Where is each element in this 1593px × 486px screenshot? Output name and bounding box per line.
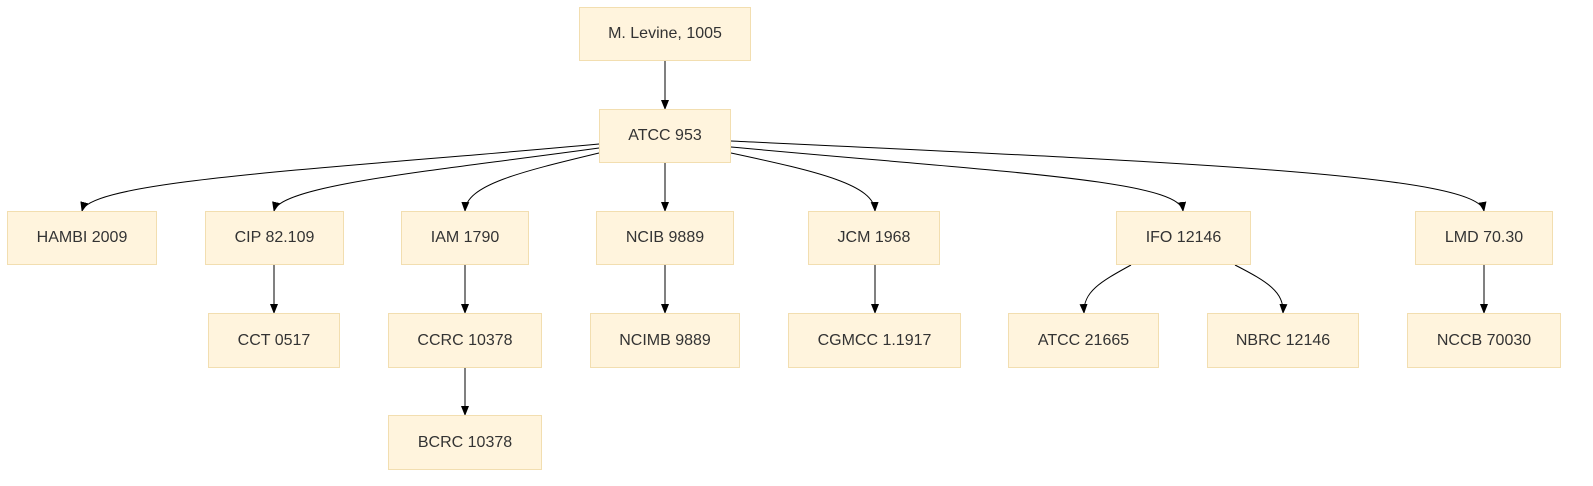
node-ncib[interactable]: NCIB 9889 <box>596 211 734 265</box>
node-cgmcc[interactable]: CGMCC 1.1917 <box>788 313 961 368</box>
node-nbrc[interactable]: NBRC 12146 <box>1207 313 1359 368</box>
node-cct[interactable]: CCT 0517 <box>208 313 340 368</box>
edge-atcc953-jcm <box>730 152 879 212</box>
edge-atcc953-lmd <box>730 140 1487 212</box>
node-atcc21665[interactable]: ATCC 21665 <box>1008 313 1159 368</box>
node-iam[interactable]: IAM 1790 <box>401 211 529 265</box>
edge-atcc953-cip <box>272 147 600 212</box>
node-bcrc[interactable]: BCRC 10378 <box>388 415 542 470</box>
node-nccb[interactable]: NCCB 70030 <box>1407 313 1561 368</box>
edge-ifo-nbrc <box>1234 264 1288 314</box>
edge-ifo-atcc21665 <box>1079 264 1132 314</box>
node-atcc953[interactable]: ATCC 953 <box>599 109 731 163</box>
node-ifo[interactable]: IFO 12146 <box>1116 211 1251 265</box>
node-cip[interactable]: CIP 82.109 <box>205 211 344 265</box>
node-ccrc[interactable]: CCRC 10378 <box>388 313 542 368</box>
node-levine[interactable]: M. Levine, 1005 <box>579 7 751 61</box>
edge-atcc953-iam <box>461 152 600 212</box>
node-jcm[interactable]: JCM 1968 <box>808 211 940 265</box>
edge-atcc953-ifo <box>730 146 1187 212</box>
node-lmd[interactable]: LMD 70.30 <box>1415 211 1553 265</box>
edge-atcc953-hambi <box>80 143 600 212</box>
node-hambi[interactable]: HAMBI 2009 <box>7 211 157 265</box>
node-ncimb[interactable]: NCIMB 9889 <box>590 313 740 368</box>
